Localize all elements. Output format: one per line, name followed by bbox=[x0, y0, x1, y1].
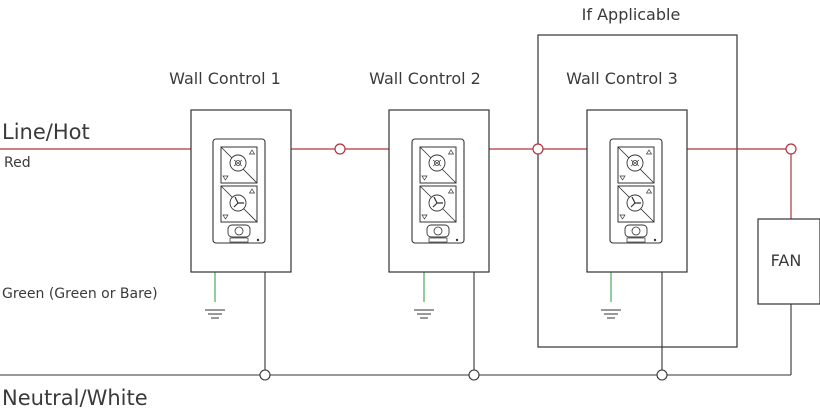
hot-wire bbox=[0, 148, 792, 219]
wall-control-2-label: Wall Control 2 bbox=[369, 69, 481, 88]
wall-control-3-label: Wall Control 3 bbox=[566, 69, 678, 88]
if-applicable-label: If Applicable bbox=[582, 5, 681, 24]
red-label: Red bbox=[4, 155, 31, 171]
neutral-junction-1 bbox=[259, 369, 271, 381]
ground-wires bbox=[214, 272, 612, 302]
wall-control-3-switch bbox=[609, 138, 663, 244]
neutral-white-label: Neutral/White bbox=[2, 386, 148, 410]
hot-junction-fan bbox=[785, 143, 797, 155]
fan-box bbox=[757, 218, 820, 305]
optional-enclosure bbox=[537, 34, 738, 348]
hot-junction-2 bbox=[532, 143, 544, 155]
green-label: Green (Green or Bare) bbox=[2, 286, 158, 302]
ground-symbol-1 bbox=[204, 309, 226, 319]
ground-symbol-3 bbox=[600, 309, 622, 319]
wall-control-1-label: Wall Control 1 bbox=[169, 69, 281, 88]
fan-label: FAN bbox=[771, 251, 802, 270]
wall-control-1-switch bbox=[212, 138, 266, 244]
neutral-junction-2 bbox=[468, 369, 480, 381]
wall-control-2-switch bbox=[411, 138, 465, 244]
neutral-junction-3 bbox=[656, 369, 668, 381]
line-hot-label: Line/Hot bbox=[2, 120, 90, 144]
ground-symbol-2 bbox=[413, 309, 435, 319]
hot-junction-1 bbox=[334, 143, 346, 155]
